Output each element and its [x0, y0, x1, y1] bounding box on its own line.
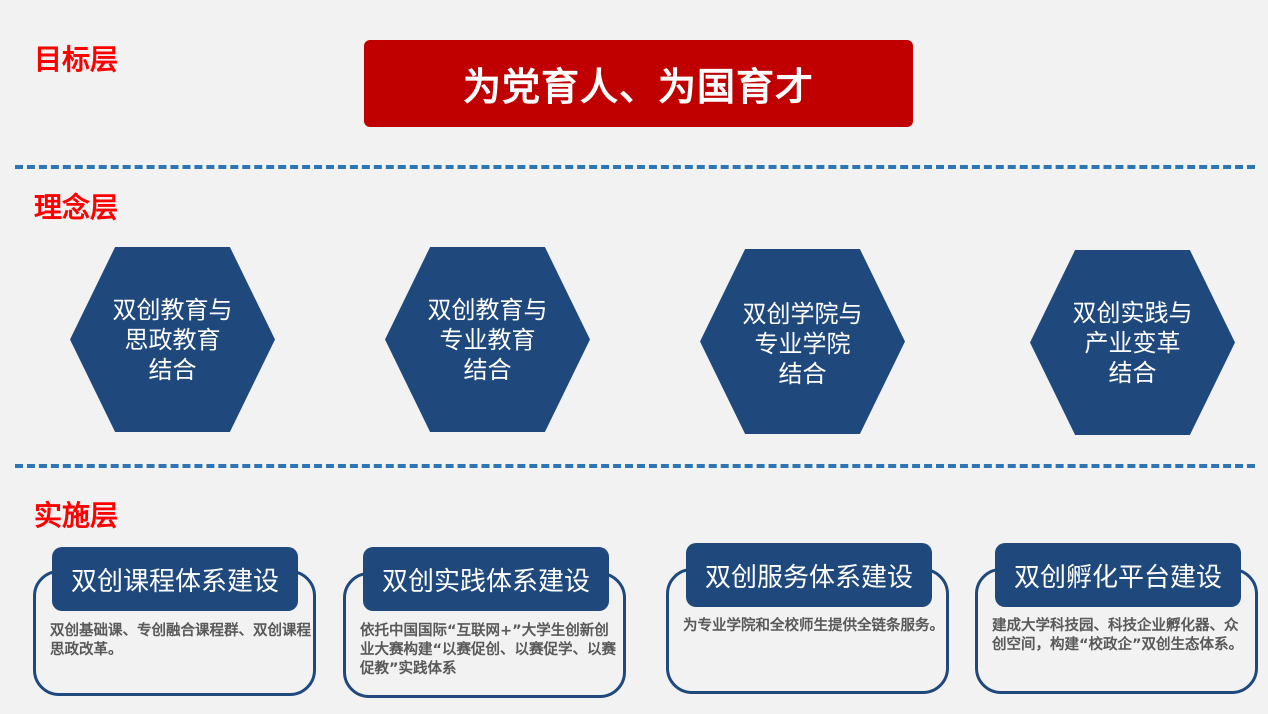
hex-line: 结合 — [148, 355, 197, 384]
goal-banner: 为党育人、为国育才 — [364, 40, 913, 127]
hex-line: 思政教育 — [124, 325, 221, 354]
hex-line: 结合 — [1108, 358, 1157, 387]
concept-hexagon: 双创学院与专业学院结合 — [700, 249, 905, 434]
card-body: 为专业学院和全校师生提供全链条服务。 — [683, 618, 944, 634]
hex-line: 双创学院与 — [742, 300, 863, 328]
hex-line: 结合 — [463, 355, 512, 384]
divider — [15, 165, 1255, 169]
concept-hexagon: 双创教育与专业教育结合 — [385, 247, 590, 432]
hex-line: 结合 — [778, 360, 827, 388]
concept-hexagon: 双创实践与产业变革结合 — [1030, 250, 1235, 435]
hex-line: 双创实践与 — [1072, 298, 1193, 327]
hex-line: 专业学院 — [754, 330, 851, 358]
card-title: 双创实践体系建设 — [363, 547, 609, 611]
hex-line: 产业变革 — [1084, 328, 1181, 357]
layer-label-concept: 理念层 — [34, 191, 119, 224]
card-title: 双创服务体系建设 — [686, 543, 932, 607]
card-body: 双创基础课、专创融合课程群、双创课程思政改革。 — [50, 623, 311, 658]
card-body: 依托中国国际“互联网+”大学生创新创业大赛构建“以赛促创、以赛促学、以赛促教”实… — [360, 623, 617, 677]
divider — [15, 464, 1255, 468]
card-title: 双创课程体系建设 — [52, 547, 298, 611]
hex-line: 双创教育与 — [427, 295, 548, 324]
card-title: 双创孵化平台建设 — [995, 543, 1241, 607]
card-body: 建成大学科技园、科技企业孵化器、众创空间，构建“校政企”双创生态体系。 — [992, 618, 1244, 653]
layer-label-implement: 实施层 — [34, 499, 119, 532]
concept-hexagon: 双创教育与思政教育结合 — [70, 247, 275, 432]
hex-line: 双创教育与 — [112, 295, 233, 324]
layer-label-goal: 目标层 — [34, 43, 119, 76]
hex-line: 专业教育 — [439, 325, 536, 354]
